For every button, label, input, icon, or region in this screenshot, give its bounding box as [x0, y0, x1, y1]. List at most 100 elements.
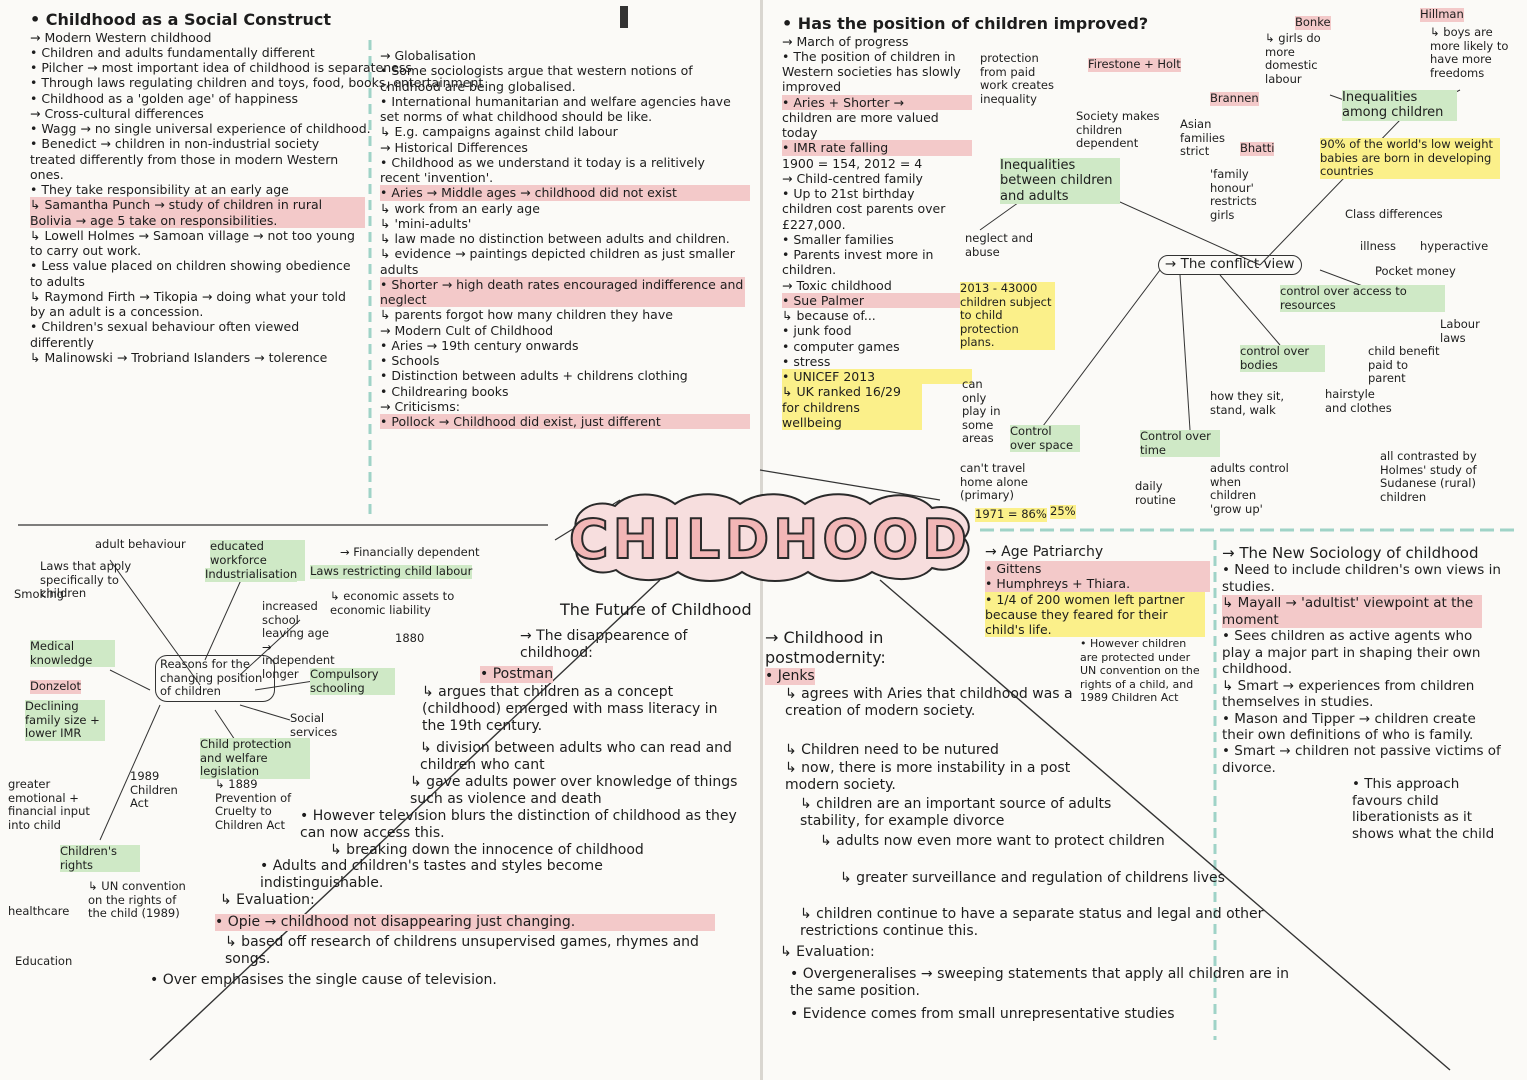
- protection-stat: 2013 - 43000 children subject to child p…: [960, 281, 1055, 350]
- un-convention-note: ↳ UN convention on the rights of the chi…: [88, 879, 186, 921]
- note-line: ↳ adults now even more want to protect c…: [820, 833, 1165, 849]
- note-line: • Children and adults fundamentally diff…: [30, 44, 315, 60]
- adult-behaviour-note: adult behaviour: [95, 537, 186, 551]
- illness-note: illness: [1360, 239, 1396, 253]
- financially-dependent-note: → Financially dependent: [340, 545, 480, 559]
- smoking-note: Smoking: [14, 587, 64, 601]
- note-line: • Smart → children not passive victims o…: [1222, 743, 1501, 776]
- note-line: → Cross-cultural differences: [30, 105, 204, 121]
- position-section: • Has the position of children improved?…: [782, 14, 1148, 431]
- travel-stat-now: 25%: [1050, 504, 1076, 519]
- note-line: ↳ Malinowski → Trobriand Islanders → tol…: [30, 349, 328, 365]
- act-1989-note: 1989 Children Act: [130, 769, 178, 811]
- note-line: • Aries → Middle ages → childhood did no…: [380, 185, 750, 201]
- childrens-rights-label: Children's rights: [60, 844, 140, 873]
- control-bodies-label: control over bodies: [1240, 344, 1325, 373]
- note-line: ↳ now, there is more instability in a po…: [785, 760, 1071, 794]
- note-line: • Need to include children's own views i…: [1222, 562, 1501, 595]
- economic-asset-note: ↳ economic assets to economic liability: [330, 589, 455, 617]
- note-line: 1900 = 154, 2012 = 4: [782, 155, 923, 171]
- note-line: → Historical Differences: [380, 139, 528, 155]
- note-line: • Sue Palmer: [782, 292, 972, 309]
- note-line: ↳ E.g. campaigns against child labour: [380, 124, 618, 140]
- donzelot-label: Donzelot: [30, 679, 82, 694]
- title-cloud: [574, 493, 970, 582]
- year-1880: 1880: [395, 631, 425, 645]
- compulsory-schooling-label: Compulsory schooling: [310, 667, 395, 696]
- laws-child-labour-note: Laws restricting child labour: [310, 564, 473, 579]
- note-line: ↳ Evaluation:: [780, 944, 875, 960]
- note-line: • Up to 21st birthday children cost pare…: [782, 186, 946, 232]
- conflict-view-hub: → The conflict view: [1158, 255, 1302, 275]
- note-line: • Shorter → high death rates encouraged …: [380, 276, 745, 308]
- binder-clip: [620, 6, 628, 28]
- note-line: • Some sociologists argue that western n…: [380, 63, 693, 94]
- note-line: • Sees children as active agents who pla…: [1222, 628, 1481, 678]
- note-line: • Humphreys + Thiara.: [985, 576, 1210, 592]
- note-line: • computer games: [782, 338, 900, 354]
- globalisation-section: → Globalisation • Some sociologists argu…: [380, 48, 750, 430]
- note-line: • However television blurs the distincti…: [300, 808, 737, 842]
- new-sociology-section: → The New Sociology of childhood • Need …: [1222, 544, 1512, 842]
- note-line: → Modern Cult of Childhood: [380, 322, 554, 338]
- note-line: • Benedict → children in non-industrial …: [30, 136, 339, 182]
- future-heading: The Future of Childhood: [560, 600, 752, 619]
- sit-stand-walk-note: how they sit, stand, walk: [1210, 389, 1285, 417]
- asian-families-note: Asian families strict: [1180, 117, 1225, 159]
- pocket-money-note: Pocket money: [1375, 264, 1456, 278]
- note-line: ↳ work from an early age: [380, 200, 540, 216]
- note-line: ↳ division between adults who can read a…: [420, 740, 732, 774]
- hillman-note: ↳ boys are more likely to have more free…: [1430, 25, 1509, 80]
- note-line: • This approach favours child liberation…: [1352, 776, 1495, 842]
- note-line: • Wagg → no single universal experience …: [30, 121, 371, 137]
- note-line: • International humanitarian and welfare…: [380, 93, 731, 124]
- note-line: ↳ Children need to be nutured: [785, 742, 999, 758]
- note-line: • Adults and children's tastes and style…: [260, 858, 603, 892]
- low-weight-babies-stat: 90% of the world's low weight babies are…: [1320, 137, 1500, 179]
- class-differences-label: Class differences: [1345, 207, 1443, 221]
- note-line: • Pollock → Childhood did exist, just di…: [380, 414, 750, 430]
- note-line: ↳ 'mini-adults': [380, 215, 472, 231]
- note-line: ↳ Raymond Firth → Tikopia → doing what y…: [30, 288, 346, 320]
- note-line: • Childhood as we understand it today is…: [380, 154, 705, 185]
- note-line: ↳ gave adults power over knowledge of th…: [410, 774, 738, 808]
- control-time-label: Control over time: [1140, 429, 1220, 458]
- note-line: → Childhood in postmodernity:: [765, 628, 886, 667]
- note-line: ↳ Smart → experiences from children them…: [1222, 677, 1475, 711]
- note-line: • Postman: [480, 666, 554, 684]
- note-line: • 1/4 of 200 women left partner because …: [985, 591, 1205, 638]
- note-line: • The position of children in Western so…: [782, 48, 961, 95]
- note-line: • Overgeneralises → sweeping statements …: [790, 966, 1289, 1000]
- neglect-note: neglect and abuse: [965, 231, 1034, 259]
- note-line: • IMR rate falling: [782, 140, 972, 156]
- note-line: • Distinction between adults + childrens…: [380, 368, 688, 384]
- page-title: CHILDHOOD: [568, 507, 971, 572]
- note-line: ↳ argues that children as a concept (chi…: [422, 684, 718, 735]
- note-line: ↳ Samantha Punch → study of children in …: [30, 197, 365, 228]
- grow-up-note: adults control when children 'grow up': [1210, 461, 1289, 516]
- note-line: ↳ UK ranked 16/29 for childrens wellbein…: [782, 384, 922, 431]
- note-line: • Gittens: [985, 561, 1210, 577]
- firestone-label: Firestone + Holt: [1088, 57, 1181, 72]
- control-space-label: Control over space: [1010, 424, 1080, 453]
- note-line: ↳ breaking down the innocence of childho…: [330, 842, 644, 858]
- social-services-label: Social services: [290, 711, 338, 739]
- hillman-label: Hillman: [1420, 7, 1464, 22]
- note-line: children are more valued today: [782, 109, 939, 141]
- note-line: • Aries + Shorter →: [782, 94, 972, 110]
- family-honour-note: 'family honour' restricts girls: [1210, 167, 1257, 222]
- bhatti-label: Bhatti: [1240, 141, 1275, 156]
- note-line: • UNICEF 2013: [782, 369, 972, 385]
- education-note: Education: [15, 954, 73, 968]
- note-line: • Smaller families: [782, 231, 894, 247]
- healthcare-note: healthcare: [8, 904, 70, 918]
- note-line: • Children's sexual behaviour often view…: [30, 319, 300, 350]
- inequalities-children-hub: Inequalities among children: [1342, 90, 1457, 121]
- labour-laws-note: Labour laws: [1440, 317, 1480, 345]
- note-line: • Evidence comes from small unrepresenta…: [790, 1006, 1175, 1022]
- social-construct-heading: • Childhood as a Social Construct: [30, 10, 332, 29]
- note-line: ↳ agrees with Aries that childhood was a…: [785, 686, 1073, 720]
- note-line: ↳ law made no distinction between adults…: [380, 231, 730, 246]
- routine-note: daily routine: [1135, 479, 1176, 507]
- note-line: ↳ Lowell Holmes → Samoan village → not t…: [30, 227, 355, 259]
